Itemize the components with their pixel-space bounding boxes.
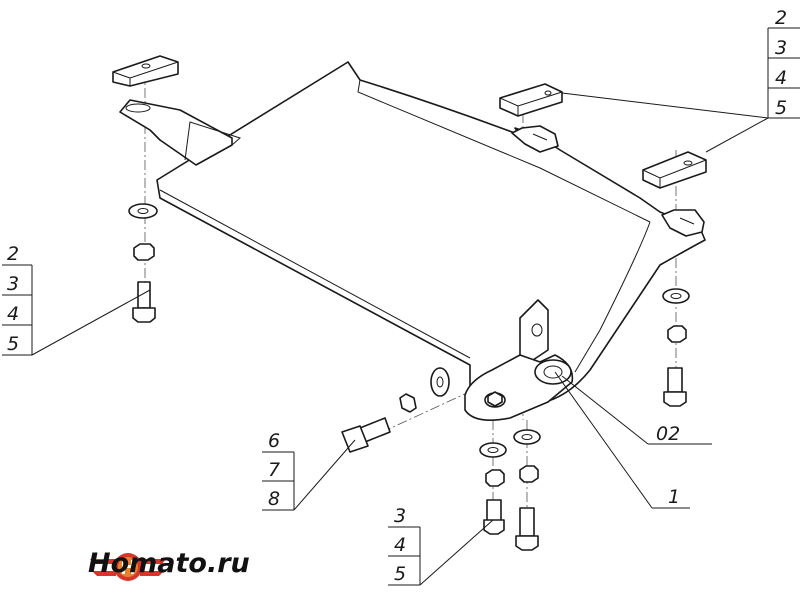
callout-label: 6	[268, 430, 280, 452]
part-02-label: 02	[656, 423, 680, 445]
skid-plate	[119, 61, 706, 410]
callout-top-right: 2 3 4 5	[767, 7, 800, 119]
washers	[128, 203, 690, 458]
homato-logo	[90, 553, 166, 581]
leader-lines	[31, 92, 769, 586]
callout-label: 4	[7, 303, 19, 325]
part-1-label: 1	[668, 486, 680, 508]
callout-part-02: 02	[648, 423, 712, 445]
callout-front-bolt: 6 7 8	[262, 430, 295, 511]
callout-bottom: 3 4 5	[388, 505, 421, 586]
callout-left: 2 3 4 5	[2, 243, 33, 356]
callout-label: 5	[394, 563, 406, 585]
callout-label: 8	[268, 488, 280, 510]
callout-label: 2	[7, 243, 19, 265]
callout-label: 4	[394, 534, 406, 556]
callout-label: 3	[775, 37, 787, 59]
spacer-plates	[112, 55, 707, 189]
logo-wordmark: Homato.ru	[88, 548, 250, 579]
callout-label: 3	[7, 273, 19, 295]
callout-label: 5	[7, 333, 19, 355]
callout-label: 5	[775, 97, 787, 119]
nuts	[133, 243, 687, 487]
callout-label: 4	[775, 67, 787, 89]
callout-label: 3	[394, 505, 406, 527]
callout-label: 2	[775, 7, 787, 29]
callout-label: 7	[268, 459, 280, 481]
bracket	[464, 299, 574, 421]
callout-part-1: 1	[652, 486, 690, 509]
